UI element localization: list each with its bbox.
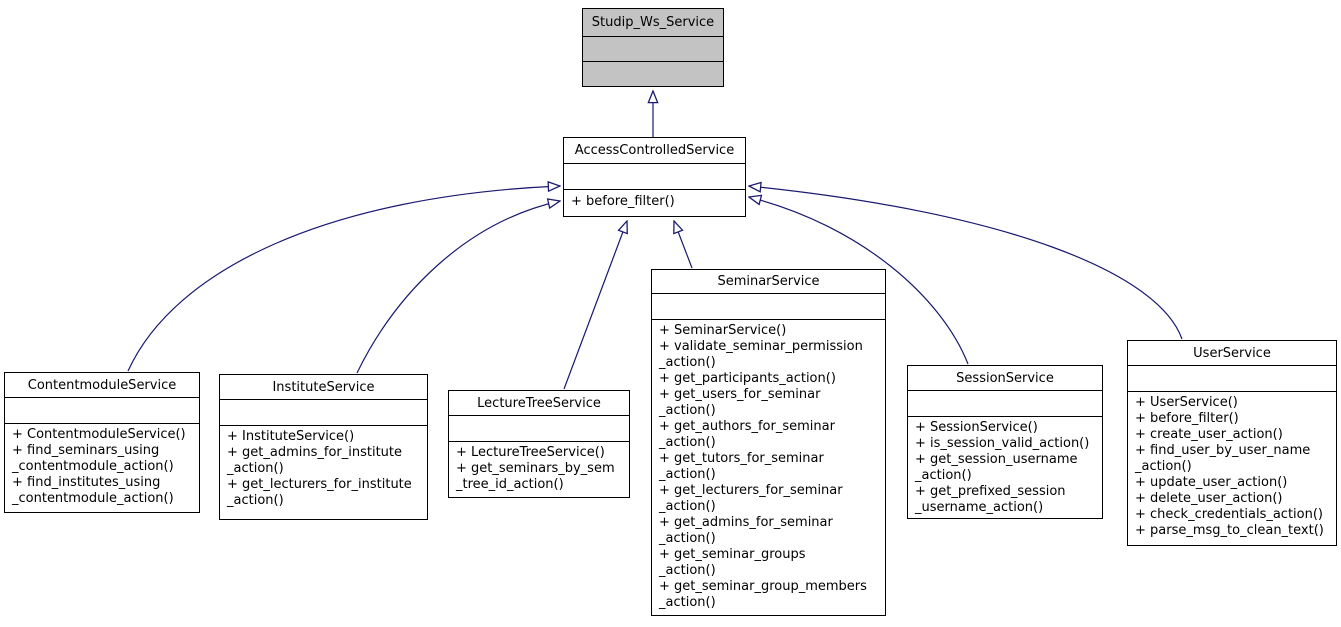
class-title[interactable]: SessionService	[908, 366, 1102, 391]
method-line: + LectureTreeService()	[456, 445, 605, 460]
class-title[interactable]: Studip_Ws_Service	[583, 9, 723, 37]
method-line: _action()	[659, 355, 716, 370]
class-node-lecture-tree-service[interactable]: LectureTreeService + LectureTreeService(…	[448, 390, 630, 498]
method-line: + get_seminar_groups	[659, 547, 806, 562]
method-line: + is_session_valid_action()	[915, 436, 1090, 451]
method-line: _tree_id_action()	[456, 477, 564, 492]
method-line: + create_user_action()	[1135, 427, 1283, 442]
method-line: + get_lecturers_for_institute	[227, 477, 412, 492]
method-line: + get_users_for_seminar	[659, 387, 821, 402]
method-line: + get_session_username	[915, 452, 1078, 467]
attributes-compartment	[652, 294, 885, 320]
class-title[interactable]: InstituteService	[220, 375, 427, 400]
attributes-compartment	[220, 400, 427, 426]
method-line: _action()	[915, 468, 972, 483]
method-line: + validate_seminar_permission	[659, 339, 863, 354]
method-line: + get_authors_for_seminar	[659, 419, 835, 434]
attributes-compartment	[908, 391, 1102, 417]
method-line: + get_tutors_for_seminar	[659, 451, 824, 466]
method-line: + InstituteService()	[227, 429, 355, 444]
method-line: _action()	[659, 563, 716, 578]
class-node-institute-service[interactable]: InstituteService + InstituteService()+ g…	[219, 374, 428, 520]
methods-compartment	[583, 62, 723, 86]
method-line: + before_filter()	[1135, 411, 1239, 426]
method-line: + get_admins_for_institute	[227, 445, 403, 460]
methods-compartment: + SessionService()+ is_session_valid_act…	[908, 417, 1102, 518]
method-line: + delete_user_action()	[1135, 491, 1283, 506]
method-line: + before_filter()	[571, 194, 675, 209]
methods-compartment: + UserService()+ before_filter()+ create…	[1128, 392, 1336, 545]
method-line: _action()	[227, 461, 284, 476]
method-line: _action()	[227, 493, 284, 508]
method-line: _username_action()	[915, 500, 1044, 515]
class-title[interactable]: AccessControlledService	[564, 138, 745, 164]
attributes-compartment	[1128, 366, 1336, 392]
method-line: _action()	[659, 403, 716, 418]
methods-compartment: + InstituteService()+ get_admins_for_ins…	[220, 426, 427, 519]
method-line: _action()	[659, 499, 716, 514]
method-line: + SessionService()	[915, 420, 1038, 435]
class-node-studip-ws-service[interactable]: Studip_Ws_Service	[582, 8, 724, 87]
class-node-session-service[interactable]: SessionService + SessionService()+ is_se…	[907, 365, 1103, 519]
method-line: + ContentmoduleService()	[12, 427, 186, 442]
methods-compartment: + LectureTreeService()+ get_seminars_by_…	[449, 442, 629, 497]
method-line: + parse_msg_to_clean_text()	[1135, 523, 1324, 538]
attributes-compartment	[583, 37, 723, 62]
method-line: + UserService()	[1135, 395, 1238, 410]
class-title[interactable]: UserService	[1128, 341, 1336, 366]
method-line: _action()	[659, 467, 716, 482]
edge-user-to-acs	[749, 186, 1183, 340]
class-node-seminar-service[interactable]: SeminarService + SeminarService()+ valid…	[651, 269, 886, 616]
class-title[interactable]: LectureTreeService	[449, 391, 629, 416]
method-line: + find_seminars_using	[12, 443, 160, 458]
method-line: _action()	[659, 435, 716, 450]
method-line: + check_credentials_action()	[1135, 507, 1323, 522]
method-line: _action()	[659, 531, 716, 546]
method-line: + get_lecturers_for_seminar	[659, 483, 843, 498]
method-line: _action()	[1135, 459, 1192, 474]
class-node-contentmodule-service[interactable]: ContentmoduleService + ContentmoduleServ…	[4, 372, 200, 513]
class-node-access-controlled-service[interactable]: AccessControlledService + before_filter(…	[563, 137, 746, 217]
edge-institute-to-acs	[356, 201, 560, 374]
class-node-user-service[interactable]: UserService + UserService()+ before_filt…	[1127, 340, 1337, 546]
method-line: + get_participants_action()	[659, 371, 836, 386]
edge-lecturetree-to-acs	[563, 221, 627, 390]
method-line: + get_admins_for_seminar	[659, 515, 833, 530]
methods-compartment: + ContentmoduleService()+ find_seminars_…	[5, 424, 199, 512]
method-line: + find_institutes_using	[12, 475, 161, 490]
edge-contentmodule-to-acs	[127, 186, 560, 372]
class-title[interactable]: SeminarService	[652, 270, 885, 294]
method-line: _action()	[659, 595, 716, 610]
method-line: _contentmodule_action()	[12, 459, 174, 474]
method-line: + SeminarService()	[659, 323, 787, 338]
edge-seminar-to-acs	[674, 221, 693, 269]
method-line: _contentmodule_action()	[12, 491, 174, 506]
attributes-compartment	[449, 416, 629, 442]
class-title[interactable]: ContentmoduleService	[5, 373, 199, 398]
methods-compartment: + SeminarService()+ validate_seminar_per…	[652, 320, 885, 615]
method-line: + get_seminar_group_members	[659, 579, 867, 594]
attributes-compartment	[564, 164, 745, 190]
methods-compartment: + before_filter()	[564, 190, 745, 216]
method-line: + find_user_by_user_name	[1135, 443, 1311, 458]
method-line: + get_prefixed_session	[915, 484, 1066, 499]
edge-session-to-acs	[749, 197, 969, 365]
attributes-compartment	[5, 398, 199, 424]
method-line: + update_user_action()	[1135, 475, 1288, 490]
method-line: + get_seminars_by_sem	[456, 461, 615, 476]
